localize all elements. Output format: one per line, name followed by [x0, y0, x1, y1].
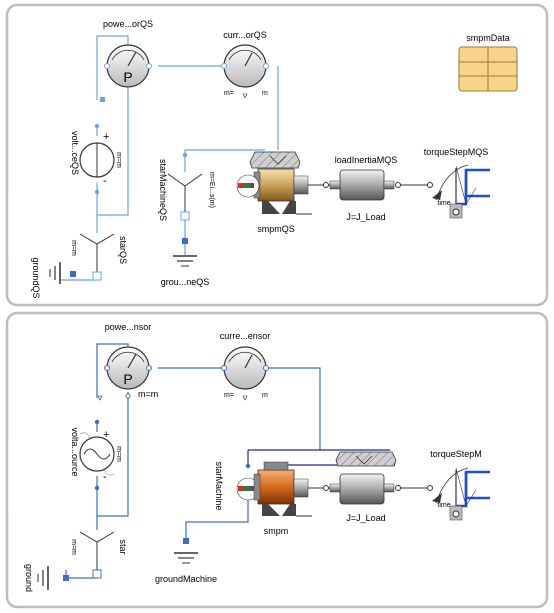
- top-voltage-label: volt...ceQS: [70, 131, 80, 175]
- top-data-record[interactable]: smpmData: [458, 33, 518, 92]
- bottom-current-m-right: m: [262, 392, 268, 399]
- bottom-ground[interactable]: ground: [24, 564, 69, 592]
- bottom-inertia[interactable]: J=J_Load: [323, 473, 401, 523]
- top-current-m-right: m: [262, 90, 268, 97]
- top-star[interactable]: m=m starQS: [70, 233, 128, 281]
- bottom-ground-machine[interactable]: groundMachine: [155, 538, 217, 584]
- top-machine[interactable]: smpmQS: [236, 151, 312, 234]
- bottom-current-m-left: m=: [224, 392, 234, 399]
- top-voltage-plus: +: [103, 131, 109, 143]
- bottom-torque-step[interactable]: torqueStepM time: [427, 449, 491, 521]
- top-current-sensor-label: curr...orQS: [223, 30, 267, 40]
- top-inertia-label: loadInertiaMQS: [335, 155, 398, 165]
- bottom-voltage-m: m=m: [115, 446, 122, 462]
- top-ground-machine[interactable]: grou...neQS: [161, 238, 210, 287]
- bottom-torque-step-label: torqueStepM: [430, 449, 482, 459]
- top-voltage-m: m=m: [115, 152, 122, 168]
- bottom-star-label: star: [118, 539, 128, 554]
- bottom-voltage-source[interactable]: + - volta...ource m=m: [70, 419, 122, 491]
- bottom-ground-label: ground: [24, 564, 34, 592]
- bottom-power-sensor[interactable]: powe...nsor P m=m: [97, 322, 158, 401]
- bottom-star-machine[interactable]: starMachine: [214, 461, 260, 511]
- top-star-label: starQS: [118, 236, 128, 264]
- top-ground-machine-label: grou...neQS: [161, 277, 210, 287]
- top-ground-label: groundQS: [31, 257, 41, 298]
- top-current-m-left: m=: [224, 90, 234, 97]
- bottom-star[interactable]: m=m star: [70, 531, 128, 579]
- top-ground[interactable]: groundQS: [31, 257, 76, 299]
- top-power-sensor-label: powe...orQS: [103, 19, 153, 29]
- top-wires: [59, 35, 430, 281]
- top-power-symbol: P: [123, 69, 132, 85]
- bottom-torque-step-sub: time: [437, 502, 450, 509]
- top-torque-step-label: torqueStepMQS: [424, 147, 489, 157]
- bottom-inertia-param: J=J_Load: [346, 513, 385, 523]
- bottom-current-sensor-label: curre...ensor: [220, 331, 271, 341]
- bottom-voltage-plus: +: [103, 429, 109, 441]
- bottom-ground-machine-label: groundMachine: [155, 574, 217, 584]
- top-star-machine-m: m=Ei...s(m): [208, 172, 215, 208]
- bottom-hatched-sensor[interactable]: [335, 451, 397, 467]
- top-data-label: smpmData: [466, 33, 510, 43]
- top-voltage-source[interactable]: + - volt...ceQS m=m: [70, 123, 122, 195]
- bottom-machine[interactable]: smpm: [253, 461, 312, 536]
- top-inertia[interactable]: loadInertiaMQS J=J_Load: [323, 155, 401, 222]
- top-current-sensor[interactable]: curr...orQS m= m: [221, 30, 269, 99]
- top-star-machine-label: starMachineQS: [158, 159, 168, 221]
- bottom-power-m: m=m: [138, 389, 158, 399]
- top-torque-step-sub: time: [437, 200, 450, 207]
- bottom-current-sensor[interactable]: curre...ensor m= m: [220, 331, 271, 401]
- bottom-star-m: m=m: [70, 539, 77, 555]
- bottom-panel: [5, 311, 549, 609]
- bottom-voltage-minus: -: [103, 471, 107, 483]
- top-torque-step[interactable]: torqueStepMQS time: [424, 147, 490, 219]
- bottom-power-sensor-label: powe...nsor: [105, 322, 152, 332]
- bottom-machine-label: smpm: [264, 526, 289, 536]
- top-power-sensor[interactable]: powe...orQS P: [100, 19, 153, 102]
- bottom-star-machine-label: starMachine: [214, 461, 224, 510]
- top-star-machine[interactable]: starMachineQS m=Ei...s(m): [158, 152, 215, 221]
- top-machine-label: smpmQS: [257, 224, 295, 234]
- top-star-m: m=m: [70, 240, 77, 256]
- bottom-power-symbol: P: [123, 371, 132, 387]
- top-inertia-param: J=J_Load: [346, 212, 385, 222]
- bottom-voltage-label: volta...ource: [70, 427, 80, 476]
- top-voltage-minus: -: [103, 175, 107, 187]
